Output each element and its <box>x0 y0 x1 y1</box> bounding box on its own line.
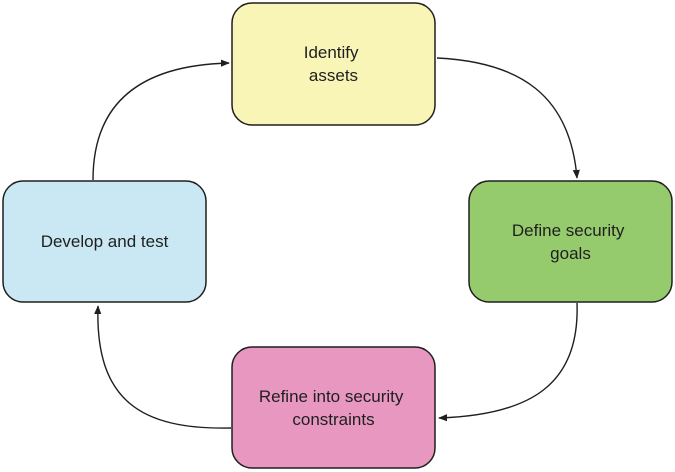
node-identify-label: Identify assets <box>304 43 364 85</box>
edge-refine-to-develop <box>94 305 232 429</box>
edge-define-to-refine <box>438 302 578 422</box>
node-define-security-goals: Define security goals <box>468 180 673 303</box>
node-identify-assets: Identify assets <box>231 2 436 126</box>
node-refine-box <box>231 346 436 469</box>
node-define-box <box>468 180 673 303</box>
node-develop-label: Develop and test <box>41 232 169 251</box>
node-develop-box <box>2 180 207 303</box>
node-refine-label: Refine into security constraints <box>259 387 408 429</box>
node-identify-box <box>231 2 436 126</box>
edge-identify-to-define <box>436 57 580 179</box>
node-define-label: Define security goals <box>512 221 629 263</box>
node-refine-security-constraints: Refine into security constraints <box>231 346 436 469</box>
edge-develop-to-identify <box>92 59 230 181</box>
node-develop-and-test: Develop and test <box>2 180 207 303</box>
